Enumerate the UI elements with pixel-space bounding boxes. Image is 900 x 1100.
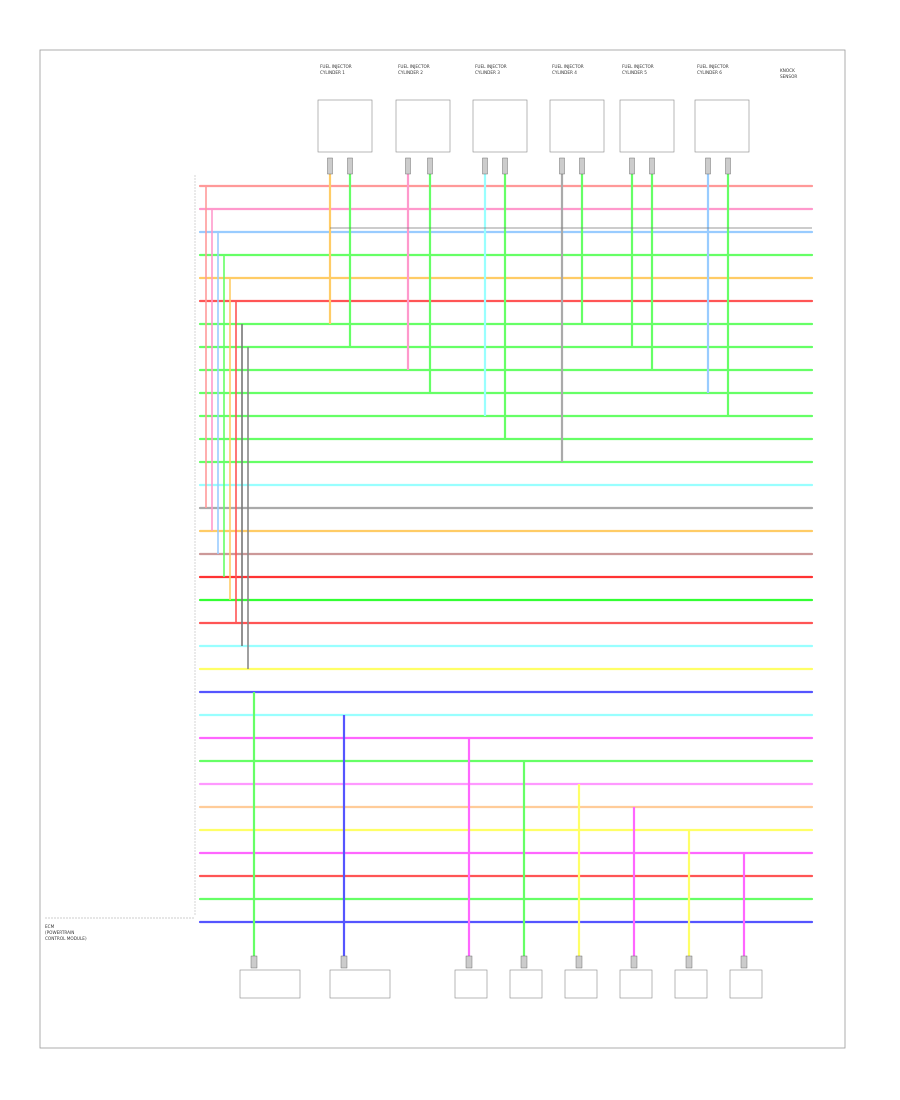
bottom-connector <box>575 955 583 969</box>
top-component-label-2: CYLINDER 4 <box>552 70 577 75</box>
top-component-label-1: FUEL INJECTOR <box>552 64 584 69</box>
top-component-label-2: CYLINDER 3 <box>475 70 500 75</box>
top-component-label-1: FUEL INJECTOR <box>622 64 654 69</box>
bottom-component-body <box>729 969 763 999</box>
injector-connector-5 <box>502 157 508 175</box>
bottom-component-body <box>509 969 543 999</box>
ecm-label-line-3: CONTROL MODULE) <box>45 936 87 941</box>
top-component: FUEL INJECTOR CYLINDER 5 <box>619 64 675 153</box>
injector-connector-1 <box>347 157 353 175</box>
top-component-label-1: FUEL INJECTOR <box>398 64 430 69</box>
injector-connector-6 <box>559 157 565 175</box>
top-component-label-1: KNOCK <box>780 68 795 73</box>
bottom-component-body <box>674 969 708 999</box>
injector-4-body <box>549 99 605 153</box>
injector-connector-7 <box>579 157 585 175</box>
bottom-connector <box>250 955 258 969</box>
injector-3-body <box>472 99 528 153</box>
injector-connector-2 <box>405 157 411 175</box>
bottom-component-body <box>619 969 653 999</box>
injector-connector-3 <box>427 157 433 175</box>
top-component-label-1: FUEL INJECTOR <box>320 64 352 69</box>
top-component: FUEL INJECTOR CYLINDER 2 <box>395 64 451 153</box>
top-component-label-2: CYLINDER 6 <box>697 70 722 75</box>
bottom-connector <box>340 955 348 969</box>
wire-bundle <box>198 157 814 964</box>
bottom-connector <box>740 955 748 969</box>
top-component-label-2: SENSOR <box>780 74 797 79</box>
top-component: FUEL INJECTOR CYLINDER 1 <box>317 64 373 153</box>
bottom-component-body <box>239 969 301 999</box>
injector-6-body <box>694 99 750 153</box>
top-component: KNOCK SENSOR <box>780 68 797 79</box>
top-component-label-1: FUEL INJECTOR <box>697 64 729 69</box>
bottom-connector <box>685 955 693 969</box>
injector-connector-9 <box>649 157 655 175</box>
ecm-label-line-2: (POWERTRAIN <box>45 930 74 935</box>
top-component: FUEL INJECTOR CYLINDER 3 <box>472 64 528 153</box>
top-component: FUEL INJECTOR CYLINDER 6 <box>694 64 750 153</box>
top-component-label-2: CYLINDER 1 <box>320 70 345 75</box>
diagram-frame <box>39 49 846 1049</box>
injector-1-body <box>317 99 373 153</box>
bottom-connector <box>465 955 473 969</box>
top-component-label-2: CYLINDER 5 <box>622 70 647 75</box>
bottom-connector <box>520 955 528 969</box>
bottom-component-body <box>329 969 391 999</box>
ecm-label-line-1: ECM <box>45 924 55 929</box>
injector-2-body <box>395 99 451 153</box>
injector-5-body <box>619 99 675 153</box>
injector-connector-8 <box>629 157 635 175</box>
bottom-connector <box>630 955 638 969</box>
injector-connector-4 <box>482 157 488 175</box>
injector-connector-0 <box>327 157 333 175</box>
injector-connector-11 <box>725 157 731 175</box>
injector-connector-10 <box>705 157 711 175</box>
top-component-label-2: CYLINDER 2 <box>398 70 423 75</box>
top-component-label-1: FUEL INJECTOR <box>475 64 507 69</box>
top-components: FUEL INJECTOR CYLINDER 1 FUEL INJECTOR C… <box>317 64 797 153</box>
bottom-components <box>239 955 763 999</box>
bottom-component-body <box>454 969 488 999</box>
top-component: FUEL INJECTOR CYLINDER 4 <box>549 64 605 153</box>
bottom-component-body <box>564 969 598 999</box>
